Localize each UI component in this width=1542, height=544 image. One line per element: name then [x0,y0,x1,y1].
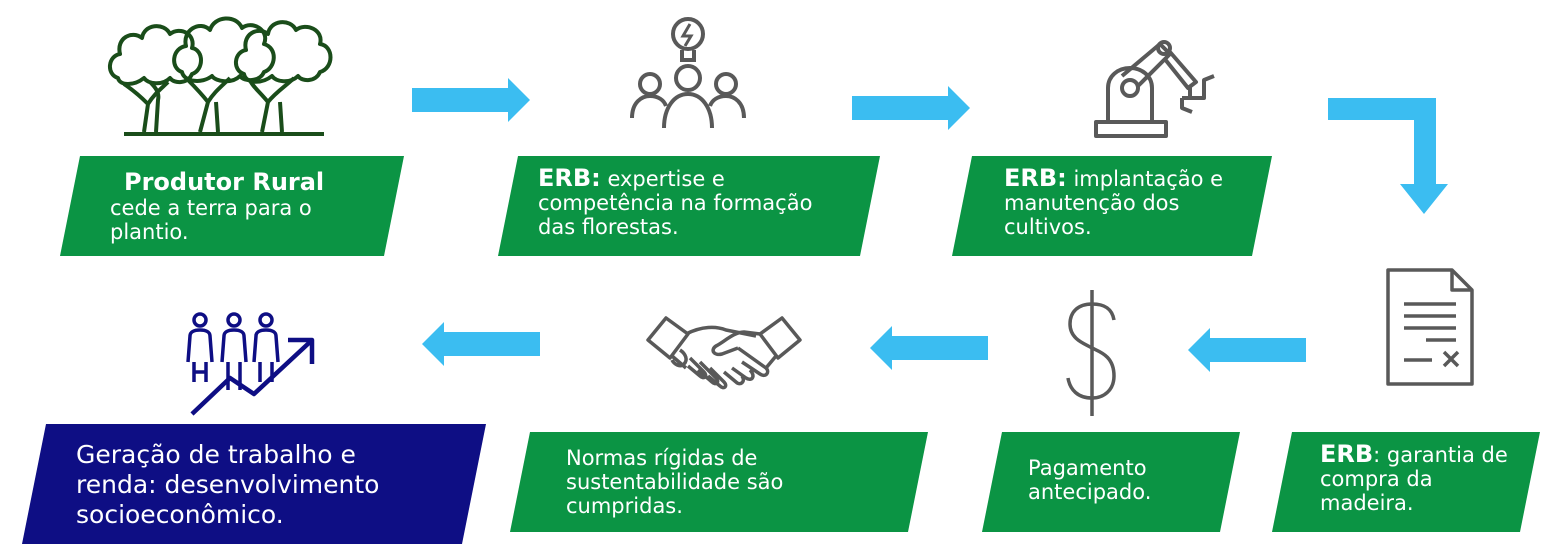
arrow-right-2 [852,86,970,130]
step-produtor-text: cede a terra para o plantio. [110,196,312,244]
arrow-right-1 [412,78,530,122]
team-idea-icon [628,12,748,130]
handshake-icon [646,312,802,396]
trees-icon [104,8,344,138]
arrow-left-3 [422,322,540,366]
step-garantia: ERB: garantia de compra da madeira. [1272,432,1540,532]
step-normas-text: Normas rígidas de sustentabilidade são c… [566,446,784,518]
contract-icon [1386,268,1476,388]
step-normas: Normas rígidas de sustentabilidade são c… [510,432,928,532]
step-produtor-rural: Produtor Rural cede a terra para o plant… [60,156,404,256]
step-expertise-bold: ERB: [538,164,601,192]
step-pagamento: Pagamento antecipado. [982,432,1240,532]
step-pagamento-text: Pagamento antecipado. [1028,456,1152,504]
step-garantia-bold: ERB [1320,440,1374,468]
step-expertise-text: expertise e competência na formação das … [538,167,813,239]
step-implantacao: ERB: implantação e manutenção dos cultiv… [952,156,1272,256]
step-implantacao-text: implantação e manutenção dos cultivos. [1004,167,1224,239]
step-geracao: Geração de trabalho e renda: desenvolvim… [22,424,486,544]
step-geracao-text: Geração de trabalho e renda: desenvolvim… [76,440,380,529]
step-implantacao-bold: ERB: [1004,164,1067,192]
people-growth-icon [184,312,316,418]
arrow-left-1 [1188,328,1306,372]
dollar-icon [1064,290,1120,416]
robot-arm-icon [1092,36,1228,140]
step-produtor-bold: Produtor Rural [124,168,325,196]
arrow-corner-down [1328,96,1448,216]
step-garantia-text: : garantia de compra da madeira. [1320,443,1508,515]
step-expertise: ERB: expertise e competência na formação… [498,156,880,256]
arrow-left-2 [870,326,988,370]
